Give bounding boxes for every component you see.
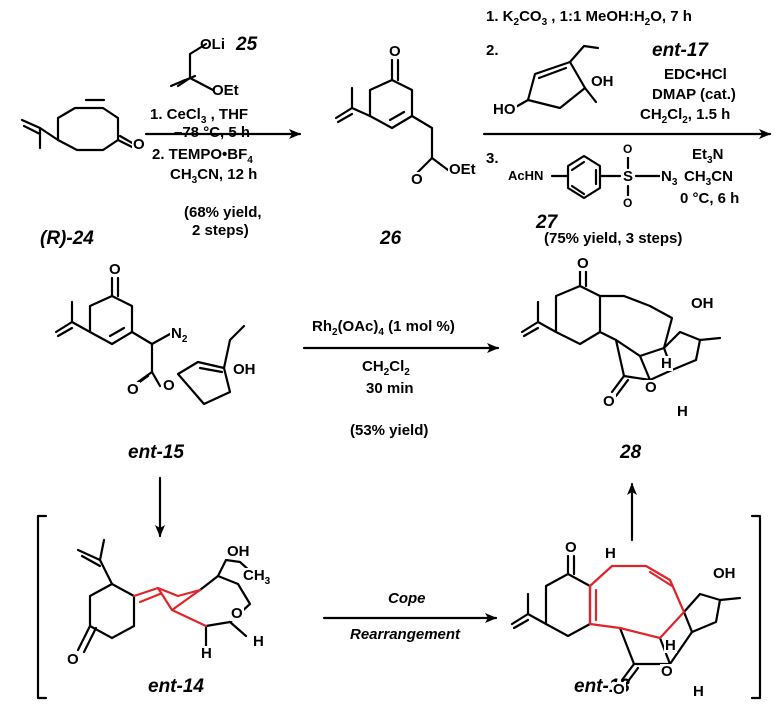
ent14-ketone-o: O — [66, 651, 80, 668]
ent13-lactone-o: O — [612, 681, 626, 698]
step2-yield: (75% yield, 3 steps) — [544, 230, 683, 247]
step2-ch2cl2: CH2Cl2, 1.5 h — [640, 106, 731, 126]
s26-carbonyl-o: O — [388, 43, 402, 60]
ent13-ring-o: O — [660, 663, 674, 680]
label-compound-26: 26 — [380, 228, 402, 249]
step1-condition-1: 1. CeCl3 , THF — [150, 106, 249, 126]
label-compound-ent14: ent-14 — [148, 676, 204, 697]
step2-dmap: DMAP (cat.) — [652, 86, 736, 103]
structure-r24 — [20, 98, 136, 152]
structure-28 — [520, 268, 722, 398]
reagent-25-oet: OEt — [212, 82, 239, 99]
ent13-ketone-o: O — [564, 539, 578, 556]
structure-ent15 — [54, 276, 246, 406]
ent15-ketone-o: O — [108, 261, 122, 278]
ent15-diazo: N2 — [170, 325, 189, 345]
ent13-h-low: H — [692, 683, 705, 700]
label-compound-25: 25 — [236, 34, 258, 55]
reagent-25-oli: OLi — [200, 36, 225, 53]
ent14-h-left: H — [200, 645, 213, 662]
s28-ketone-o: O — [576, 255, 590, 272]
step2-number-3: 3. — [486, 150, 499, 167]
structure-27 — [550, 154, 662, 200]
structure-25 — [169, 42, 215, 92]
structure-ent13 — [510, 554, 742, 686]
ent17-ho: HO — [492, 101, 517, 118]
cope-label: Cope — [388, 590, 426, 607]
highlight-ent14 — [132, 586, 208, 628]
step1-yield: (68% yield, — [184, 204, 262, 221]
ent13-h-mid: H — [664, 637, 677, 654]
ent14-h-right: H — [252, 633, 265, 650]
step3-time: 30 min — [366, 380, 414, 397]
ent14-ch3: CH3 — [242, 567, 272, 587]
ent14-oh: OH — [226, 543, 251, 560]
step3-yield: (53% yield) — [350, 422, 429, 439]
highlight-ent13 — [588, 564, 686, 640]
rearrangement-label: Rearrangement — [350, 626, 461, 643]
step2-et3n: Et3N — [692, 146, 724, 166]
s26-ester-o: O — [410, 171, 424, 188]
s26-oet: OEt — [448, 161, 477, 178]
s28-h-lower: H — [676, 403, 689, 420]
ent14-o-bridge: O — [230, 605, 244, 622]
s28-h-upper: H — [660, 355, 673, 372]
structure-ent17 — [512, 44, 600, 110]
label-compound-ent17: ent-17 — [652, 40, 708, 61]
reagent-27-o-top: O — [622, 142, 634, 157]
s28-lactone-o: O — [602, 393, 616, 410]
reagent-27-achn: AcHN — [508, 168, 544, 183]
bracket-right — [750, 514, 762, 700]
reagent-27-azide: N3 — [660, 168, 679, 188]
step2-temp: 0 °C, 6 h — [680, 190, 740, 207]
step3-solvent: CH2Cl2 — [362, 358, 410, 378]
step1-condition-solvent: CH3CN, 12 h — [170, 166, 258, 186]
step2-number-2: 2. — [486, 42, 499, 59]
step1-condition-temp: –78 °C, 5 h — [174, 124, 251, 141]
step2-edc: EDC•HCl — [664, 66, 727, 83]
label-compound-r24: (R)-24 — [40, 228, 94, 249]
step2-condition-1: 1. K2CO3 , 1:1 MeOH:H2O, 7 h — [486, 8, 692, 28]
ent15-ester-o: O — [126, 381, 140, 398]
ent13-h-top: H — [604, 545, 617, 562]
label-compound-ent15: ent-15 — [128, 442, 184, 463]
ent15-oxy-o: O — [162, 377, 176, 394]
ent13-oh: OH — [712, 565, 737, 582]
ent15-oh: OH — [232, 361, 257, 378]
label-compound-27: 27 — [536, 212, 558, 233]
label-compound-28: 28 — [620, 442, 642, 463]
step3-catalyst: Rh2(OAc)4 (1 mol %) — [312, 318, 455, 338]
s28-ring-o: O — [644, 379, 658, 396]
ent17-oh: OH — [590, 73, 615, 90]
step1-condition-2: 2. TEMPO•BF4 — [152, 146, 253, 166]
reagent-27-sulfur: S — [622, 168, 635, 185]
s28-oh: OH — [690, 295, 715, 312]
bracket-left — [36, 514, 48, 700]
r24-carbonyl-o: O — [132, 136, 146, 153]
structure-26 — [334, 58, 450, 176]
step1-yield-steps: 2 steps) — [192, 222, 249, 239]
reagent-27-o-bottom: O — [622, 196, 634, 211]
step2-ch3cn: CH3CN — [684, 168, 733, 188]
